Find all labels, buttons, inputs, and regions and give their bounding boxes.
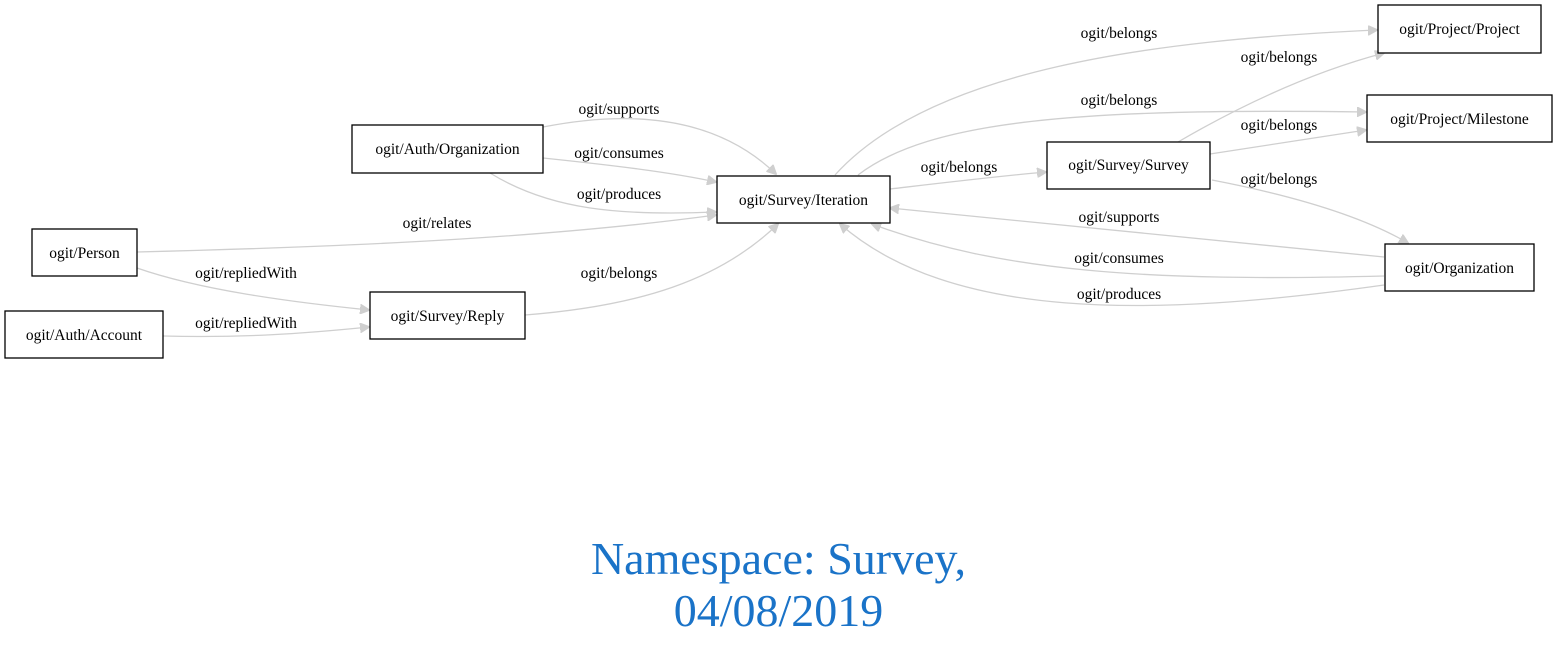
edge-iteration-belongs-survey: ogit/belongs (889, 159, 1046, 190)
diagram-date: 04/08/2019 (673, 585, 884, 636)
edge-label: ogit/repliedWith (195, 315, 297, 332)
svg-text:ogit/Auth/Account: ogit/Auth/Account (26, 327, 143, 344)
node-person[interactable]: ogit/Person (31, 228, 138, 277)
edge-authorg-consumes-iteration: ogit/consumes (542, 145, 716, 182)
edge-label: ogit/consumes (1074, 250, 1164, 267)
edge-label: ogit/belongs (921, 159, 998, 176)
svg-text:ogit/Auth/Organization: ogit/Auth/Organization (375, 141, 520, 158)
edge-org-produces-iteration: ogit/produces (840, 224, 1385, 307)
node-auth-account[interactable]: ogit/Auth/Account (4, 310, 164, 359)
edge-survey-belongs-org: ogit/belongs (1211, 171, 1408, 243)
edge-label: ogit/belongs (1081, 25, 1158, 42)
svg-text:ogit/Survey/Survey: ogit/Survey/Survey (1068, 157, 1189, 174)
svg-text:ogit/Organization: ogit/Organization (1405, 260, 1514, 277)
edge-label: ogit/supports (1079, 209, 1160, 226)
edge-reply-belongs-iteration: ogit/belongs (524, 224, 778, 316)
edge-org-consumes-iteration: ogit/consumes (872, 224, 1385, 279)
node-project-milestone[interactable]: ogit/Project/Milestone (1366, 94, 1553, 143)
edge-person-repliedwith-reply: ogit/repliedWith (136, 265, 369, 310)
edge-label: ogit/produces (1077, 286, 1161, 303)
svg-text:ogit/Person: ogit/Person (49, 245, 120, 262)
edge-iteration-belongs-milestone: ogit/belongs (857, 92, 1366, 176)
svg-text:ogit/Project/Project: ogit/Project/Project (1399, 21, 1520, 38)
edge-label: ogit/repliedWith (195, 265, 297, 282)
node-survey-iteration[interactable]: ogit/Survey/Iteration (716, 175, 891, 224)
edge-account-repliedwith-reply: ogit/repliedWith (162, 315, 369, 338)
nodes: ogit/Person ogit/Auth/Account ogit/Auth/… (4, 4, 1553, 359)
edge-survey-belongs-project: ogit/belongs (1177, 49, 1384, 143)
edge-survey-belongs-milestone: ogit/belongs (1209, 117, 1366, 155)
edge-label: ogit/belongs (581, 265, 658, 282)
node-project-project[interactable]: ogit/Project/Project (1377, 4, 1542, 54)
edge-iteration-belongs-project: ogit/belongs (834, 25, 1377, 176)
node-survey-reply[interactable]: ogit/Survey/Reply (369, 291, 526, 340)
diagram-title: Namespace: Survey, (590, 533, 967, 584)
node-organization[interactable]: ogit/Organization (1384, 243, 1535, 292)
edge-label: ogit/consumes (574, 145, 664, 162)
edge-label: ogit/belongs (1241, 171, 1318, 188)
edge-label: ogit/belongs (1241, 117, 1318, 134)
edge-label: ogit/belongs (1241, 49, 1318, 66)
node-auth-organization[interactable]: ogit/Auth/Organization (351, 124, 544, 174)
edge-person-relates-iteration: ogit/relates (136, 215, 716, 253)
edge-label: ogit/relates (403, 215, 472, 232)
svg-text:ogit/Survey/Iteration: ogit/Survey/Iteration (739, 192, 868, 209)
edge-authorg-supports-iteration: ogit/supports (542, 101, 776, 174)
edge-label: ogit/belongs (1081, 92, 1158, 109)
svg-text:ogit/Survey/Reply: ogit/Survey/Reply (391, 308, 505, 325)
svg-text:ogit/Project/Milestone: ogit/Project/Milestone (1390, 111, 1529, 128)
node-survey-survey[interactable]: ogit/Survey/Survey (1046, 141, 1211, 190)
edge-label: ogit/produces (577, 186, 661, 203)
edge-label: ogit/supports (579, 101, 660, 118)
edge-authorg-produces-iteration: ogit/produces (489, 172, 716, 213)
